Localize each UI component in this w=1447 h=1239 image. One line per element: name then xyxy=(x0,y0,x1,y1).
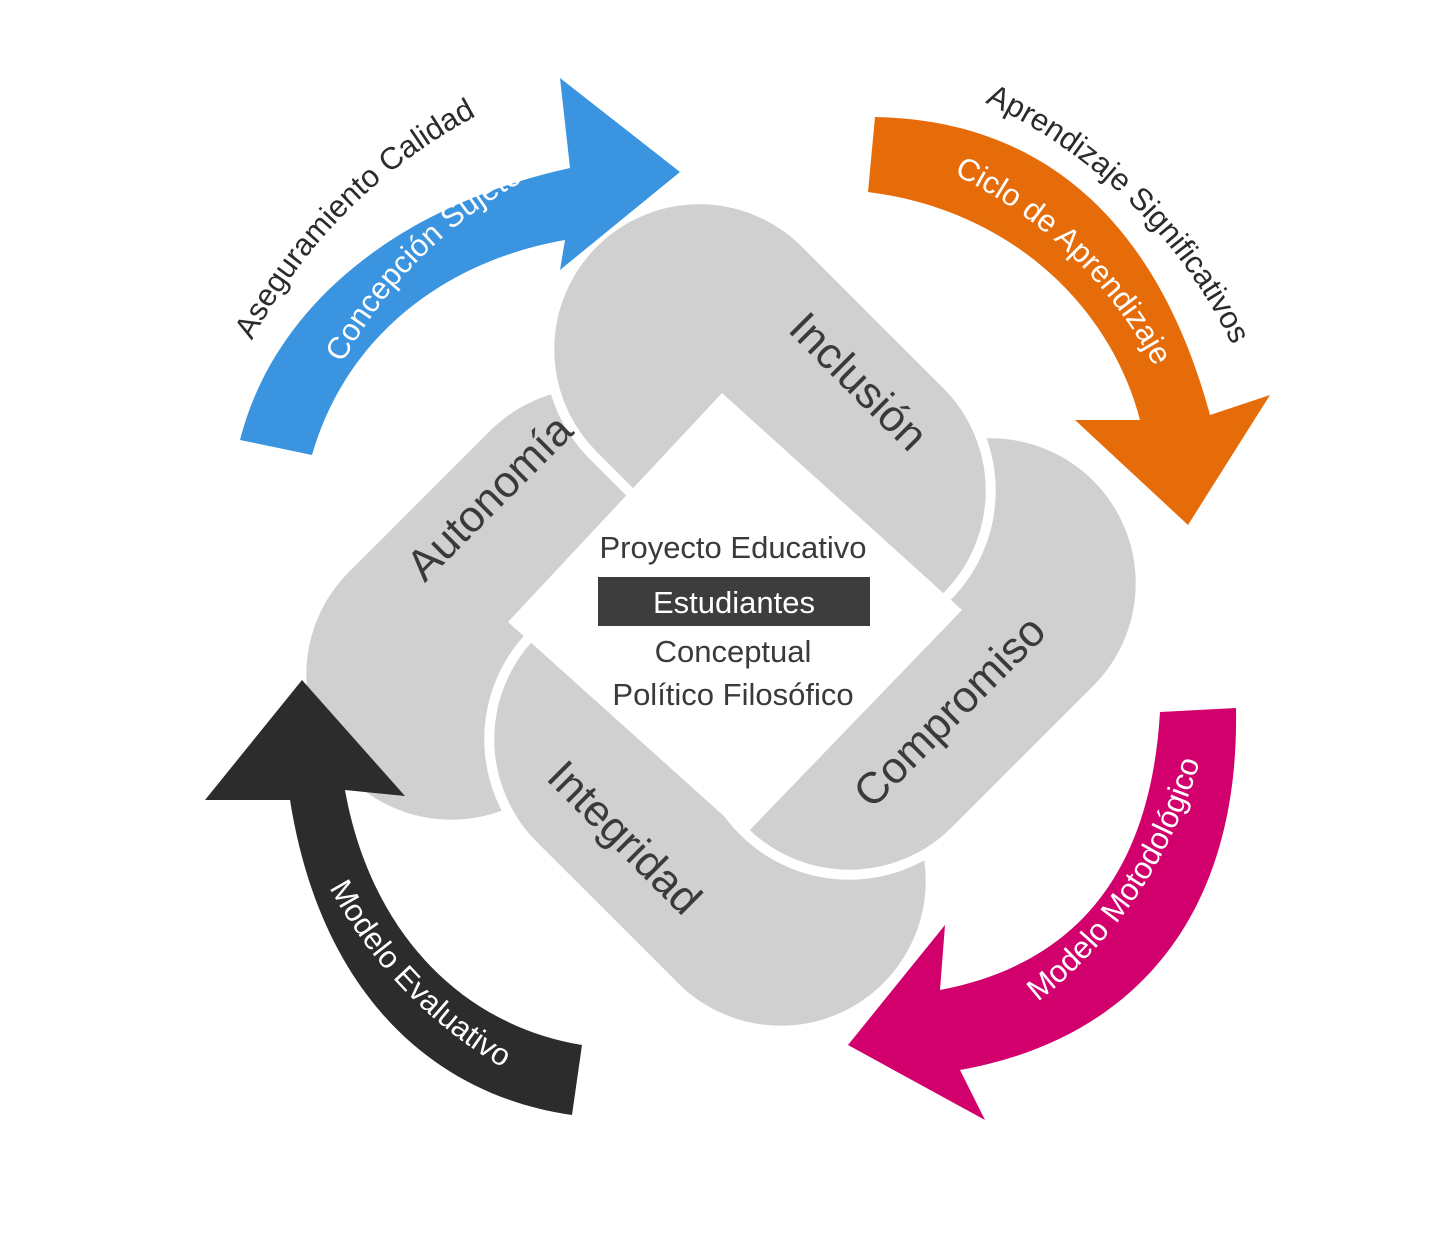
arrow-bottom-left xyxy=(205,680,582,1115)
center-line-1: Proyecto Educativo xyxy=(599,530,866,565)
arrow-bottom-right xyxy=(848,708,1237,1120)
arrow-top-right xyxy=(868,117,1270,525)
center-badge xyxy=(598,577,870,626)
center-badge-label: Estudiantes xyxy=(653,585,815,620)
center-line-3: Conceptual xyxy=(655,634,812,669)
center-line-4: Político Filosófico xyxy=(612,677,853,712)
pillars-group xyxy=(296,194,1146,1036)
arrow-top-left xyxy=(240,78,680,455)
